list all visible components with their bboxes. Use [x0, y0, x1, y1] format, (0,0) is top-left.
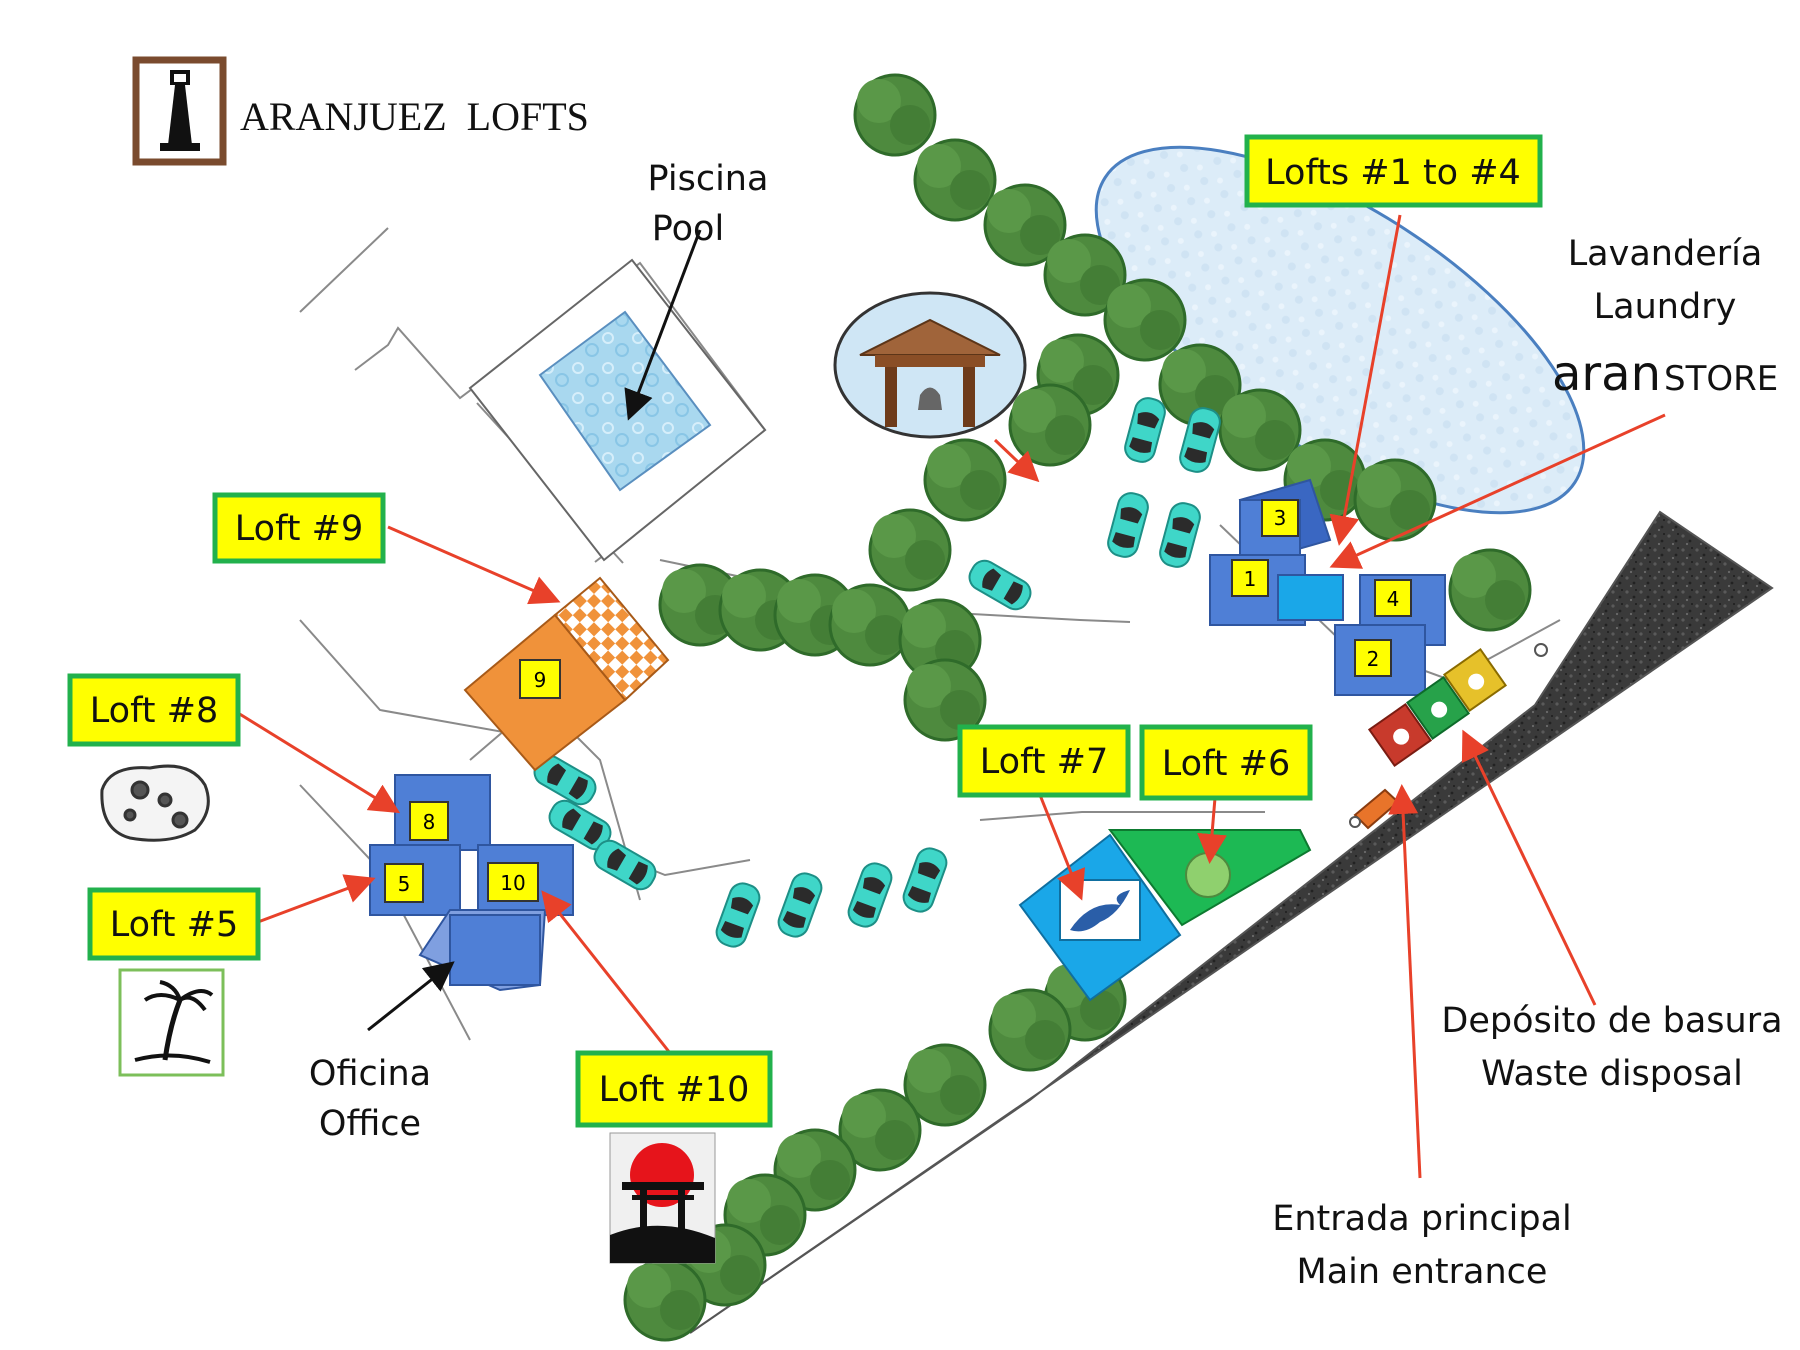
entrance-label-en: Main entrance: [1297, 1252, 1548, 1292]
pool-label-es: Piscina: [648, 159, 769, 199]
loft-9-building: 9: [463, 576, 670, 772]
store-label-prefix: aran: [1552, 346, 1661, 402]
office-building: [449, 914, 541, 986]
lighthouse-icon: [132, 56, 227, 166]
mayan-glyph-icon: [100, 764, 210, 842]
store-label-suffix: STORE: [1664, 359, 1778, 399]
office-label-en: Office: [319, 1104, 421, 1144]
waste-label-es: Depósito de basura: [1441, 1001, 1782, 1041]
torii-gate-icon: [609, 1132, 716, 1264]
building-2-number: 2: [1367, 647, 1380, 671]
road: [689, 510, 1774, 1334]
laundry-label-es: Lavandería: [1568, 234, 1763, 274]
pointer-arrows: [237, 214, 1666, 1179]
tag-loft-5: Loft #5: [110, 905, 238, 945]
pool: [468, 258, 767, 562]
area-labels: Piscina Pool Lavandería Laundry aran STO…: [309, 159, 1783, 1292]
building-8-number: 8: [423, 810, 436, 834]
building-1-number: 1: [1244, 567, 1257, 591]
building-3-number: 3: [1274, 506, 1287, 530]
loft-tags: Lofts #1 to #4 Loft #9 Loft #8 Loft #5 L…: [67, 134, 1543, 1128]
waste-bins: [1349, 643, 1548, 830]
building-9-number: 9: [534, 668, 547, 692]
dolphin-icon: [1070, 890, 1130, 932]
bush-icon: [1185, 852, 1231, 898]
west-buildings: 8 5 10: [369, 774, 574, 992]
entrance-label-es: Entrada principal: [1272, 1199, 1572, 1239]
building-4-number: 4: [1387, 587, 1400, 611]
pool-label-en: Pool: [652, 209, 724, 249]
building-10-number: 10: [500, 871, 525, 895]
palm-tree-icon: [118, 968, 225, 1077]
pagoda-bell-icon: [833, 291, 1027, 439]
office-label-es: Oficina: [309, 1054, 431, 1094]
tag-loft-10: Loft #10: [599, 1070, 750, 1110]
building-5-number: 5: [398, 872, 411, 896]
tag-lofts-1-4: Lofts #1 to #4: [1265, 153, 1521, 193]
tag-loft-6: Loft #6: [1162, 744, 1290, 784]
waste-label-en: Waste disposal: [1481, 1054, 1743, 1094]
laundry-label-en: Laundry: [1594, 287, 1737, 327]
lofts-1-4-buildings: 3 1 4 2: [1209, 478, 1446, 696]
brand-name: ARANJUEZ LOFTS: [240, 94, 589, 139]
tag-loft-9: Loft #9: [235, 509, 363, 549]
tag-loft-8: Loft #8: [90, 691, 218, 731]
tag-loft-7: Loft #7: [980, 742, 1108, 782]
